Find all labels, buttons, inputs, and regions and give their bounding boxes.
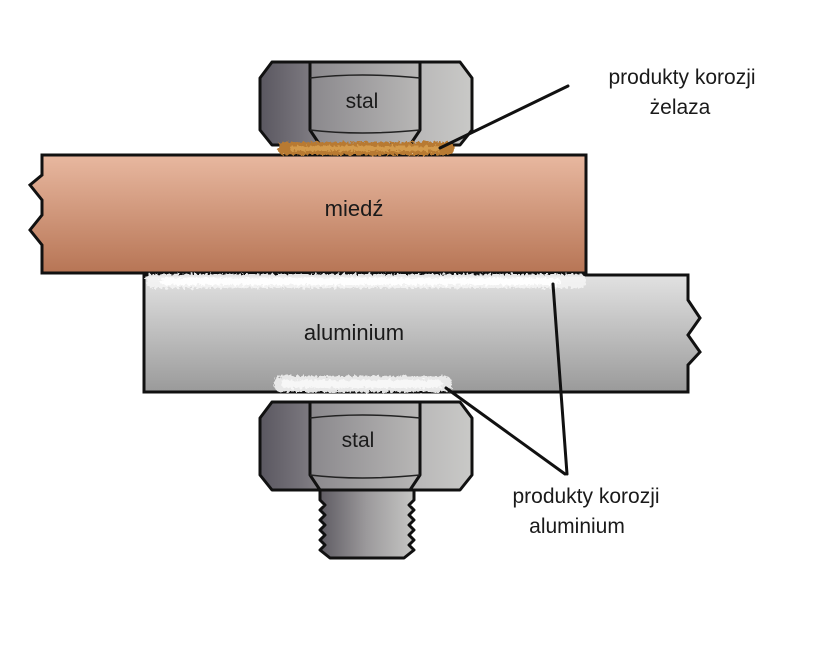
bolt-head: stal: [258, 60, 474, 147]
iron-corrosion-leader: [438, 84, 570, 150]
aluminium-plate: aluminium: [142, 273, 702, 394]
aluminium-corrosion-top: [146, 274, 586, 288]
copper-plate: miedź: [27, 153, 588, 275]
nut-label: stal: [342, 429, 375, 452]
bolt-thread: [318, 486, 416, 560]
iron-corrosion-label-line2: żelaza: [650, 96, 711, 119]
iron-corrosion-label-line1: produkty korozji: [608, 66, 755, 89]
nut: stal: [258, 400, 474, 492]
aluminium-corrosion-callout: produkty korozji aluminium: [512, 485, 659, 538]
iron-corrosion: [278, 142, 454, 155]
aluminium-plate-label: aluminium: [304, 320, 404, 345]
copper-plate-label: miedź: [325, 196, 384, 221]
aluminium-corrosion-leader-top: [551, 282, 569, 476]
aluminium-corrosion-label-line2: aluminium: [529, 515, 625, 538]
bolt-head-label: stal: [346, 90, 379, 113]
aluminium-corrosion-bottom: [274, 376, 452, 392]
aluminium-corrosion-label-line1: produkty korozji: [512, 485, 659, 508]
leader-lines: [438, 84, 570, 476]
aluminium-corrosion-leader-bottom: [444, 386, 567, 476]
iron-corrosion-callout: produkty korozji żelaza: [608, 66, 755, 119]
